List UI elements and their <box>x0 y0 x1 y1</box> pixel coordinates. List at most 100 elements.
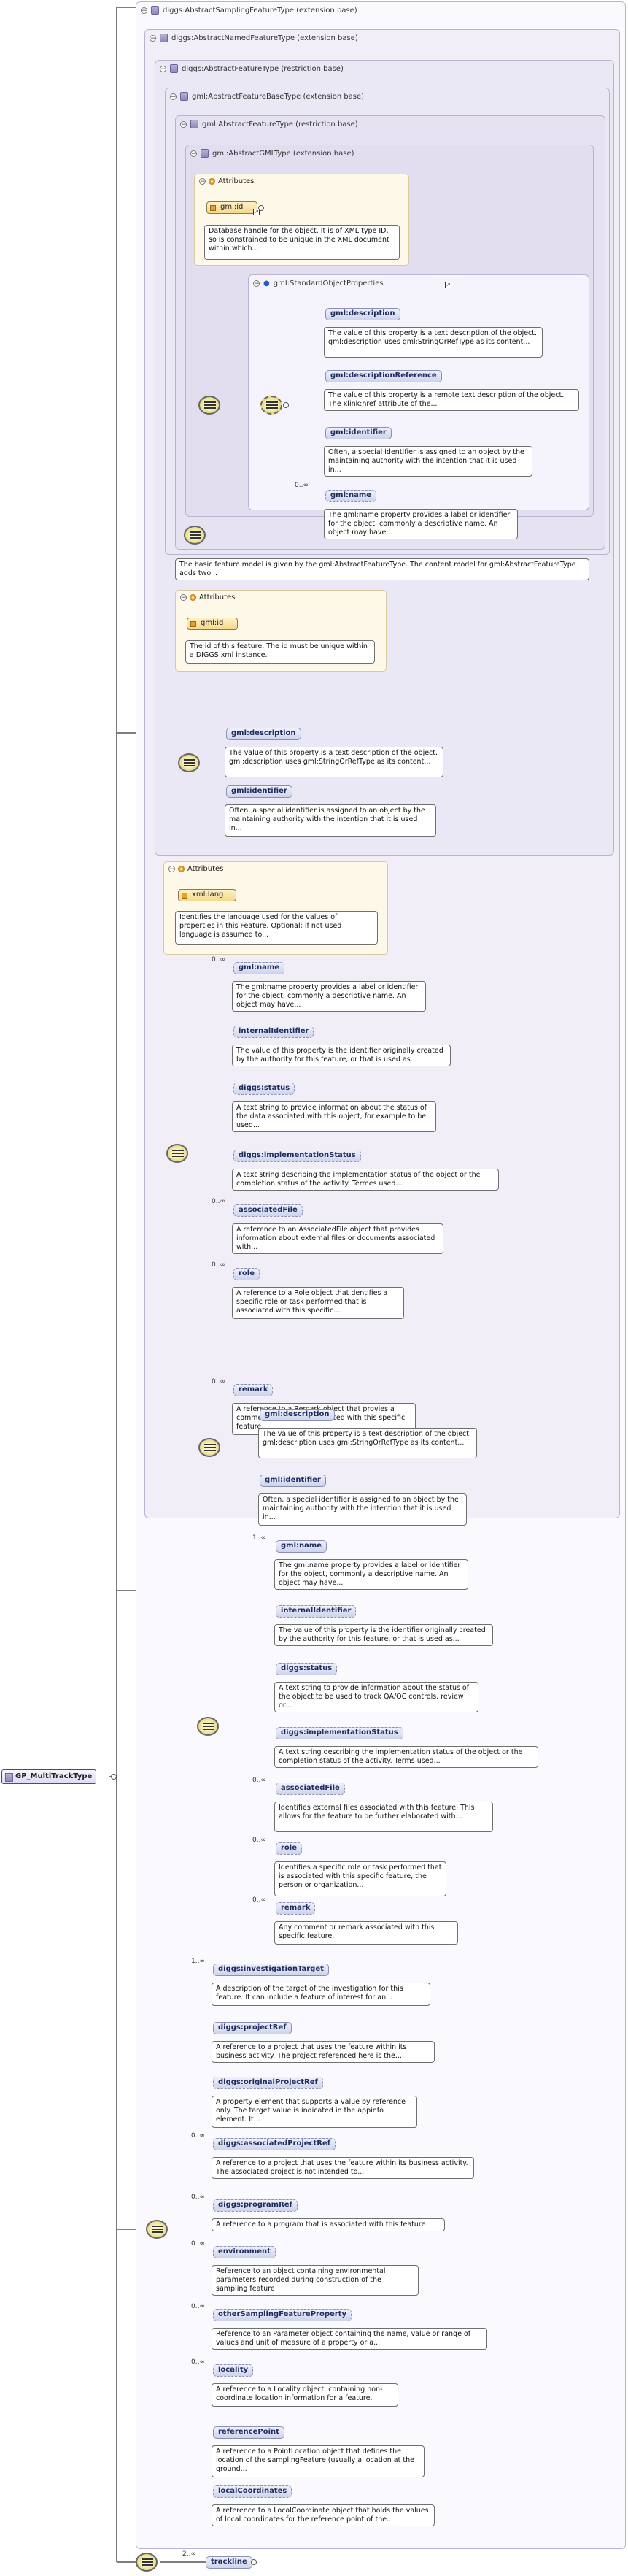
group-label: gml:StandardObjectProperties <box>273 279 384 288</box>
type-documentation: The basic feature model is given by the … <box>175 558 589 580</box>
type-header: − gml:AbstractFeatureBaseType (extension … <box>170 91 364 101</box>
element-localcoordinates[interactable]: localCoordinates <box>213 2485 292 2498</box>
cardinality-label: 0..∞ <box>191 2240 205 2248</box>
element-doc: The value of this property is a text des… <box>225 747 443 777</box>
sequence-compositor-icon[interactable] <box>166 1144 188 1163</box>
element-diggs-originalprojectref[interactable]: diggs:originalProjectRef <box>213 2077 323 2089</box>
element-doc: Often, a special identifier is assigned … <box>258 1493 467 1526</box>
attributes-icon <box>209 178 215 185</box>
element-internalidentifier[interactable]: internalIdentifier <box>276 1605 357 1618</box>
element-diggs-status[interactable]: diggs:status <box>276 1663 338 1675</box>
root-element-gp-multitracktype[interactable]: GP_MultiTrackType <box>1 1769 97 1784</box>
element-referencepoint[interactable]: referencePoint <box>213 2426 284 2439</box>
element-diggs-associatedprojectref[interactable]: diggs:associatedProjectRef <box>213 2138 336 2150</box>
attributes-icon <box>190 594 196 601</box>
type-header: −diggs:AbstractFeatureType (restriction … <box>160 64 344 74</box>
element-doc: The value of this property is the identi… <box>274 1624 493 1646</box>
element-othersamplingfeatureproperty[interactable]: otherSamplingFeatureProperty <box>213 2309 352 2321</box>
element-gml-name[interactable]: gml:name <box>276 1540 327 1553</box>
collapse-icon[interactable]: − <box>180 120 187 128</box>
element-associatedfile[interactable]: associatedFile <box>276 1783 345 1795</box>
element-doc: Identifies a specific role or task perfo… <box>274 1861 446 1896</box>
collapse-icon[interactable]: − <box>190 150 197 158</box>
group-header: −●gml:StandardObjectProperties <box>253 278 384 288</box>
sequence-compositor-icon[interactable] <box>136 2553 158 2572</box>
type-header: − diggs:AbstractNamedFeatureType (extensi… <box>150 33 358 43</box>
collapse-icon[interactable]: − <box>199 178 206 185</box>
cardinality-label: 1..∞ <box>191 1958 205 1965</box>
element-associatedfile[interactable]: associatedFile <box>233 1204 303 1217</box>
element-gml-identifier[interactable]: gml:identifier <box>260 1475 326 1487</box>
link-icon[interactable]: ↗ <box>445 282 451 288</box>
sequence-compositor-icon[interactable] <box>146 2220 168 2239</box>
type-label: gml:AbstractGMLType (extension base) <box>212 149 354 158</box>
cardinality-label: 1..∞ <box>252 1534 266 1542</box>
collapse-icon[interactable]: − <box>170 93 177 101</box>
element-doc: A description of the target of the inves… <box>212 1983 430 2006</box>
sequence-compositor-icon[interactable] <box>178 753 200 772</box>
element-gml-description[interactable]: gml:description <box>325 308 400 320</box>
element-doc: The value of this property is the identi… <box>232 1045 451 1066</box>
attribute-doc: The id of this feature. The id must be u… <box>185 640 375 664</box>
element-diggs-status[interactable]: diggs:status <box>233 1083 295 1095</box>
collapse-icon[interactable]: − <box>160 65 166 73</box>
collapse-icon[interactable]: − <box>150 34 156 42</box>
element-doc: A reference to a LocalCoordinate object … <box>212 2504 435 2526</box>
element-gml-descriptionreference[interactable]: gml:descriptionReference <box>325 370 442 382</box>
element-role[interactable]: role <box>276 1842 303 1855</box>
collapse-icon[interactable]: − <box>253 280 260 288</box>
collapse-icon[interactable]: − <box>141 7 147 15</box>
element-remark[interactable]: remark <box>276 1902 316 1915</box>
cardinality-label: 0..∞ <box>252 1777 266 1784</box>
attribute-xml-lang[interactable]: xml:lang <box>178 889 236 901</box>
element-internalidentifier[interactable]: internalIdentifier <box>233 1026 314 1038</box>
element-doc: Any comment or remark associated with th… <box>274 1921 458 1945</box>
element-doc: Reference to an object containing enviro… <box>212 2265 419 2296</box>
attribute-gml-id[interactable]: gml:id <box>187 618 238 630</box>
element-doc: The gml:name property provides a label o… <box>274 1559 468 1590</box>
cardinality-label: 0..∞ <box>191 2194 205 2201</box>
collapse-icon[interactable]: − <box>168 866 175 873</box>
element-role[interactable]: role <box>233 1268 260 1280</box>
complex-type-icon <box>170 64 178 73</box>
element-remark[interactable]: remark <box>233 1384 274 1396</box>
cardinality-label: 0..∞ <box>295 482 309 489</box>
element-doc: A text string describing the implementat… <box>232 1169 499 1191</box>
sequence-compositor-icon[interactable] <box>184 526 206 545</box>
element-diggs-programref[interactable]: diggs:programRef <box>213 2199 298 2212</box>
cardinality-label: 0..∞ <box>191 2358 205 2366</box>
type-label: gml:AbstractFeatureBaseType (extension b… <box>192 92 365 101</box>
element-diggs-implementationstatus[interactable]: diggs:implementationStatus <box>276 1727 403 1739</box>
choice-compositor-icon[interactable] <box>198 1438 220 1457</box>
element-diggs-investigationtarget[interactable]: diggs:investigationTarget <box>213 1964 329 1976</box>
element-gml-name[interactable]: gml:name <box>325 490 377 502</box>
element-gml-description[interactable]: gml:description <box>260 1409 335 1421</box>
type-label: diggs:AbstractNamedFeatureType (extensio… <box>171 34 358 42</box>
type-label: gml:AbstractFeatureType (restriction bas… <box>202 120 358 128</box>
element-environment[interactable]: environment <box>213 2246 276 2258</box>
collapse-icon[interactable]: − <box>180 594 187 601</box>
attribute-doc: Database handle for the object. It is of… <box>204 225 400 260</box>
choice-compositor-icon[interactable] <box>260 396 282 415</box>
element-doc: A reference to a project that uses the f… <box>212 2157 474 2179</box>
sequence-compositor-icon[interactable] <box>198 396 220 415</box>
element-trackline[interactable]: trackline <box>206 2556 252 2569</box>
element-locality[interactable]: locality <box>213 2364 254 2377</box>
group-icon: ● <box>263 279 270 288</box>
collapse-toggle-root[interactable] <box>111 1774 117 1780</box>
expand-toggle[interactable] <box>251 2559 257 2565</box>
attributes-icon <box>178 866 185 872</box>
element-gml-description[interactable]: gml:description <box>226 728 301 740</box>
element-gml-name[interactable]: gml:name <box>233 962 285 974</box>
element-doc: The gml:name property provides a label o… <box>232 981 426 1012</box>
link-icon[interactable]: ↗ <box>253 209 260 215</box>
element-gml-identifier[interactable]: gml:identifier <box>226 785 292 798</box>
attributes-title: −Attributes <box>199 177 255 185</box>
element-diggs-projectref[interactable]: diggs:projectRef <box>213 2022 292 2034</box>
attribute-gml-id[interactable]: gml:id <box>206 201 257 214</box>
element-diggs-implementationstatus[interactable]: diggs:implementationStatus <box>233 1150 361 1162</box>
expand-toggle[interactable] <box>258 205 264 211</box>
element-gml-identifier[interactable]: gml:identifier <box>325 427 392 439</box>
expand-toggle[interactable] <box>283 402 289 408</box>
sequence-compositor-icon[interactable] <box>197 1717 219 1736</box>
